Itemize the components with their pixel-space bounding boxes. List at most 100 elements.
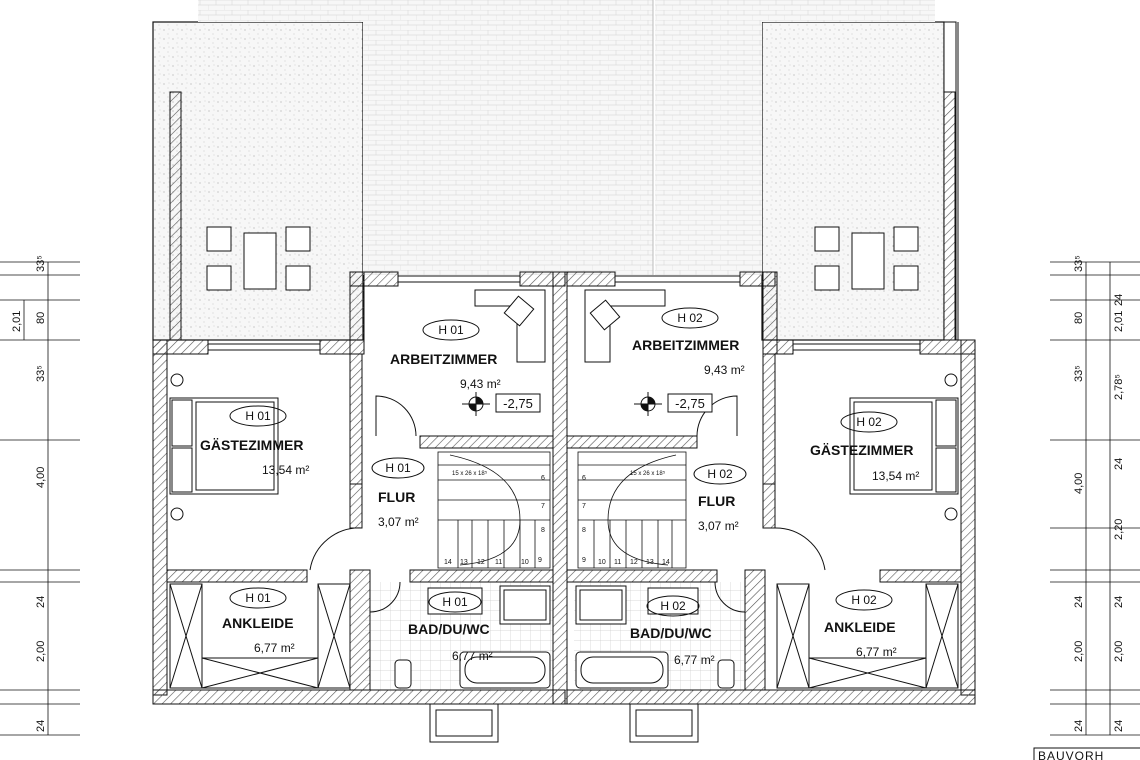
step-number: 6 <box>582 475 586 482</box>
room-tag: H 02 <box>856 415 882 429</box>
room-area: 9,43 m² <box>460 377 501 391</box>
step-number: 9 <box>538 557 542 564</box>
room-tag: H 01 <box>245 409 271 423</box>
dim-label: 33⁵ <box>1073 365 1085 382</box>
dim-label: 2,78⁵ <box>1113 374 1125 400</box>
desk-right <box>584 289 666 363</box>
terrace-table-left <box>206 226 311 291</box>
room-area: 6,77 m² <box>856 645 897 659</box>
step-number: 10 <box>521 559 529 566</box>
guest-bed-right <box>849 397 959 495</box>
guest-bed-left <box>169 397 279 495</box>
room-tag: H 01 <box>442 595 468 609</box>
dimension-chain-right <box>1050 261 1140 736</box>
room-area: 13,54 m² <box>872 469 919 483</box>
desk-left <box>474 289 546 363</box>
room-tag: H 02 <box>707 467 733 481</box>
room-tag: H 01 <box>385 461 411 475</box>
room-area: 6,77 m² <box>674 653 715 667</box>
dimension-labels-right: 33⁵ 80 33⁵ 4,00 24 2,00 24 24 2,01 2,78⁵… <box>1073 255 1125 732</box>
room-labels-h01: H 01 GÄSTEZIMMER 13,54 m² H 01 ARBEITZIM… <box>200 319 541 663</box>
room-tag: H 02 <box>677 311 703 325</box>
dimension-chain-left <box>0 261 80 736</box>
dim-label: 4,00 <box>1073 473 1085 494</box>
dim-label: 24 <box>35 720 47 732</box>
level-marker-icon <box>462 392 490 416</box>
terrace-area <box>152 0 959 341</box>
step-number: 6 <box>541 475 545 482</box>
step-number: 13 <box>646 559 654 566</box>
room-name: GÄSTEZIMMER <box>810 442 913 458</box>
dim-label: 24 <box>1113 458 1125 470</box>
step-number: 11 <box>495 559 502 566</box>
dim-label: 2,20 <box>1113 519 1125 540</box>
title-block: BAUVORH <box>1033 747 1140 760</box>
room-area: 3,07 m² <box>698 519 739 533</box>
dimension-labels-left: 33⁵ 80 2,01 33⁵ 4,00 24 2,00 24 <box>11 255 47 732</box>
step-number: 11 <box>614 559 621 566</box>
walls <box>152 91 976 705</box>
dim-label: 2,00 <box>35 641 47 662</box>
room-name: ANKLEIDE <box>824 619 896 635</box>
bath-fixtures-left <box>394 585 551 689</box>
stair-left <box>437 451 551 569</box>
dim-label: 80 <box>1073 312 1085 324</box>
stair-step-numbers-left: 6 7 8 9 10 11 12 13 14 15 x 26 x 18⁵ <box>444 470 545 566</box>
windows <box>207 275 921 743</box>
dim-label: 24 <box>1113 294 1125 306</box>
room-name: ANKLEIDE <box>222 615 294 631</box>
room-name: FLUR <box>698 493 735 509</box>
step-number: 7 <box>541 503 545 510</box>
room-name: ARBEITZIMMER <box>632 337 739 353</box>
room-area: 6,77 m² <box>254 641 295 655</box>
dim-label: 24 <box>1073 720 1085 732</box>
step-number: 9 <box>582 557 586 564</box>
dim-label: 24 <box>1113 596 1125 608</box>
dim-label: 24 <box>35 596 47 608</box>
closet-left <box>169 583 351 689</box>
dim-label: 4,00 <box>35 467 47 488</box>
room-name: BAD/DU/WC <box>408 621 490 637</box>
room-area: 9,43 m² <box>704 363 745 377</box>
room-tag: H 02 <box>660 599 686 613</box>
step-number: 14 <box>662 559 670 566</box>
nightstands <box>170 373 958 521</box>
level-marker-icon <box>634 392 662 416</box>
step-number: 8 <box>582 527 586 534</box>
dim-label: 24 <box>1073 596 1085 608</box>
room-tag: H 02 <box>851 593 877 607</box>
dim-label: 2,00 <box>1113 641 1125 662</box>
room-labels-h02: H 02 GÄSTEZIMMER 13,54 m² H 02 ARBEITZIM… <box>630 307 919 667</box>
step-number: 12 <box>477 559 485 566</box>
bath-fixtures-right <box>575 585 735 689</box>
step-number: 13 <box>460 559 468 566</box>
dim-label: 33⁵ <box>1073 255 1085 272</box>
level-value: -2,75 <box>503 396 533 411</box>
dim-label: 33⁵ <box>35 365 47 382</box>
room-area: 3,07 m² <box>378 515 419 529</box>
room-name: FLUR <box>378 489 415 505</box>
step-number: 10 <box>598 559 606 566</box>
step-number: 7 <box>582 503 586 510</box>
stair-right <box>577 451 687 569</box>
room-name: ARBEITZIMMER <box>390 351 497 367</box>
step-number: 8 <box>541 527 545 534</box>
room-name: GÄSTEZIMMER <box>200 437 303 453</box>
stair-step-numbers-right: 6 7 8 9 10 11 12 13 14 15 x 26 x 18⁵ <box>582 470 670 566</box>
dim-label: 80 <box>35 312 47 324</box>
dim-label: 2,01 <box>11 311 23 332</box>
step-number: 12 <box>630 559 638 566</box>
dim-label: 33⁵ <box>35 255 47 272</box>
room-name: BAD/DU/WC <box>630 625 712 641</box>
stair-note: 15 x 26 x 18⁵ <box>452 470 488 477</box>
room-area: 6,77 m² <box>452 649 493 663</box>
room-tag: H 01 <box>245 591 271 605</box>
title-block-text: BAUVORH <box>1038 749 1104 760</box>
terrace-table-right <box>814 226 919 291</box>
stair-note: 15 x 26 x 18⁵ <box>630 470 666 477</box>
level-value: -2,75 <box>675 396 705 411</box>
dim-label: 24 <box>1113 720 1125 732</box>
dim-label: 2,00 <box>1073 641 1085 662</box>
closet-right <box>776 583 959 689</box>
